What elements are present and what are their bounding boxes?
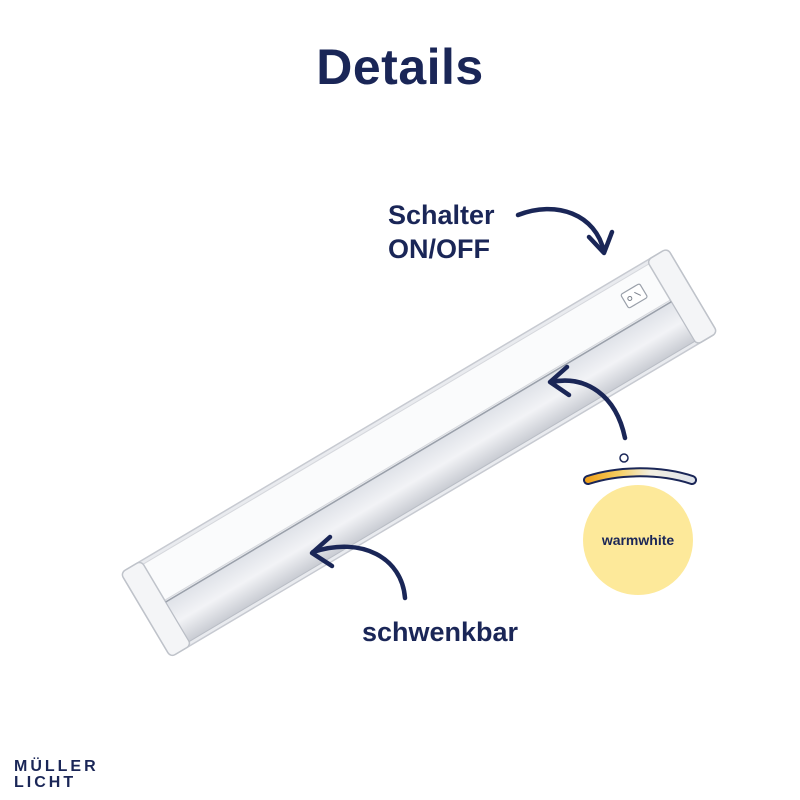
swivel-callout: schwenkbar — [362, 617, 519, 647]
power-switch-icon — [620, 283, 648, 309]
color-temperature-slider-icon — [583, 453, 697, 485]
warmwhite-label: warmwhite — [601, 532, 675, 548]
switch-callout-line1: Schalter — [388, 200, 495, 230]
led-light-bar — [121, 249, 717, 657]
curved-arrow-icon — [309, 534, 408, 601]
warmwhite-badge: warmwhite — [583, 485, 693, 595]
switch-callout-line2: ON/OFF — [388, 234, 490, 264]
brand-logo-line1: MÜLLER — [14, 758, 99, 775]
brand-logo: MÜLLER LICHT — [14, 759, 99, 791]
switch-callout: Schalter ON/OFF — [388, 198, 495, 266]
brand-logo-line2: LICHT — [14, 774, 77, 791]
page-title: Details — [316, 39, 484, 95]
curved-arrow-icon — [515, 206, 615, 256]
curved-arrow-icon — [547, 364, 628, 441]
